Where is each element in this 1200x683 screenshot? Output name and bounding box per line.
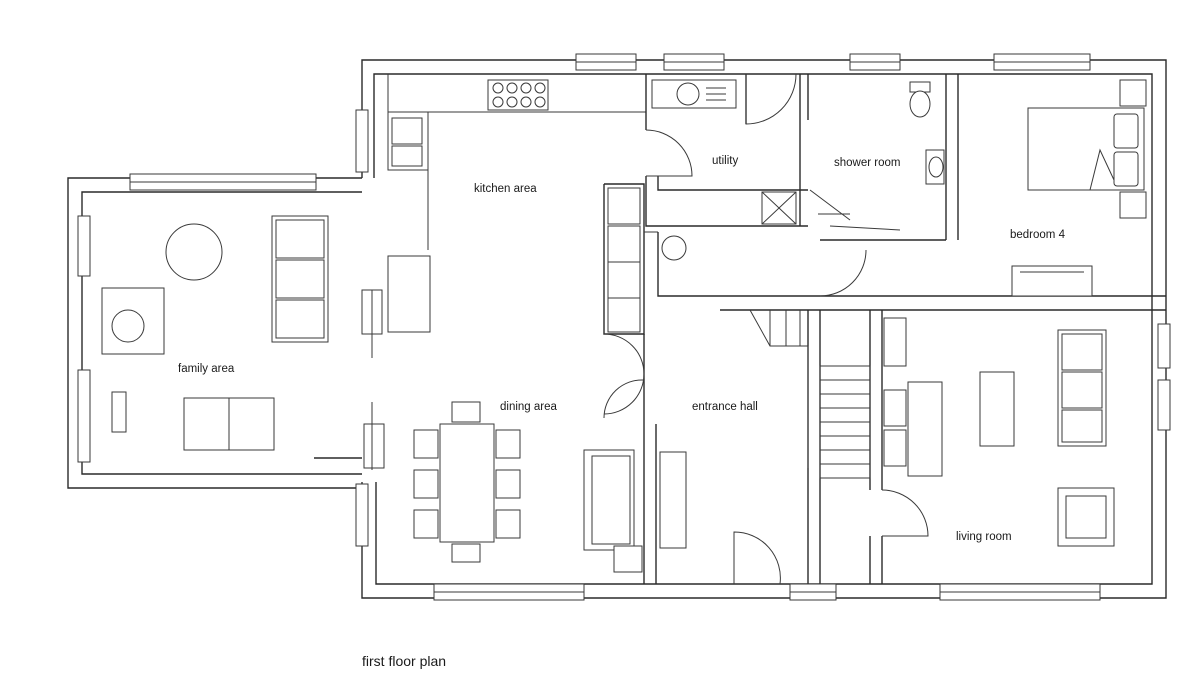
living-furniture: [883, 317, 1115, 547]
shower-fittings: [809, 81, 945, 231]
room-label-hall: entrance hall: [692, 401, 758, 413]
windows: [77, 53, 1171, 601]
room-label-living: living room: [956, 531, 1012, 543]
doors: [361, 73, 929, 585]
room-label-bedroom: bedroom 4: [1010, 229, 1066, 241]
bedroom-furniture: [1011, 79, 1147, 297]
kitchen-fittings: [387, 79, 549, 333]
room-label-shower: shower room: [834, 157, 900, 169]
room-label-kitchen: kitchen area: [474, 183, 537, 195]
family-furniture: [101, 215, 329, 451]
room-label-dining: dining area: [500, 401, 558, 413]
room-label-family: family area: [178, 363, 235, 375]
dining-furniture: [413, 401, 643, 573]
plan-caption: first floor plan: [362, 653, 446, 669]
hall-furniture: [659, 451, 687, 549]
bench-seating: [607, 187, 687, 333]
utility-appliances: [651, 79, 797, 225]
staircase: [749, 309, 871, 479]
room-label-utility: utility: [712, 155, 738, 167]
